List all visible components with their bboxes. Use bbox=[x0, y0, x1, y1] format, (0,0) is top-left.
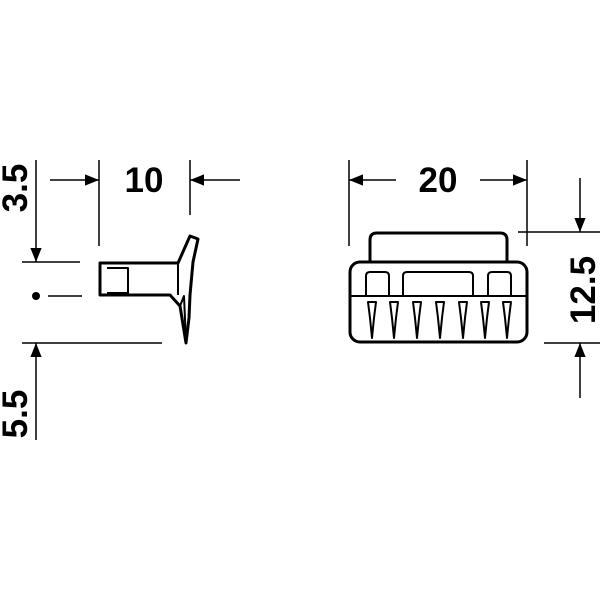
side-part-slot bbox=[107, 267, 129, 294]
front-width-label: 20 bbox=[419, 161, 458, 200]
side-top-offset-label: 3.5 bbox=[0, 164, 35, 213]
side-width-label: 10 bbox=[125, 161, 164, 200]
front-part-window-left bbox=[365, 271, 390, 296]
side-part-profile bbox=[98, 234, 200, 345]
front-view: 20 12.5 bbox=[348, 160, 600, 398]
front-part-window-right bbox=[487, 271, 512, 296]
tooth bbox=[502, 301, 512, 339]
tooth bbox=[412, 301, 422, 339]
tooth bbox=[458, 301, 468, 339]
side-view: 10 3.5 5.5 bbox=[0, 160, 240, 440]
tooth bbox=[367, 301, 377, 339]
side-center-point bbox=[32, 292, 40, 300]
side-bottom-offset-label: 5.5 bbox=[0, 390, 35, 439]
front-height-label: 12.5 bbox=[564, 256, 600, 324]
front-part-teeth bbox=[367, 301, 512, 339]
front-part-top-tab bbox=[368, 231, 509, 262]
front-part-window-center bbox=[402, 271, 474, 296]
tooth bbox=[480, 301, 490, 339]
side-part-pin bbox=[179, 295, 187, 344]
tooth bbox=[389, 301, 399, 339]
tooth bbox=[435, 301, 445, 339]
